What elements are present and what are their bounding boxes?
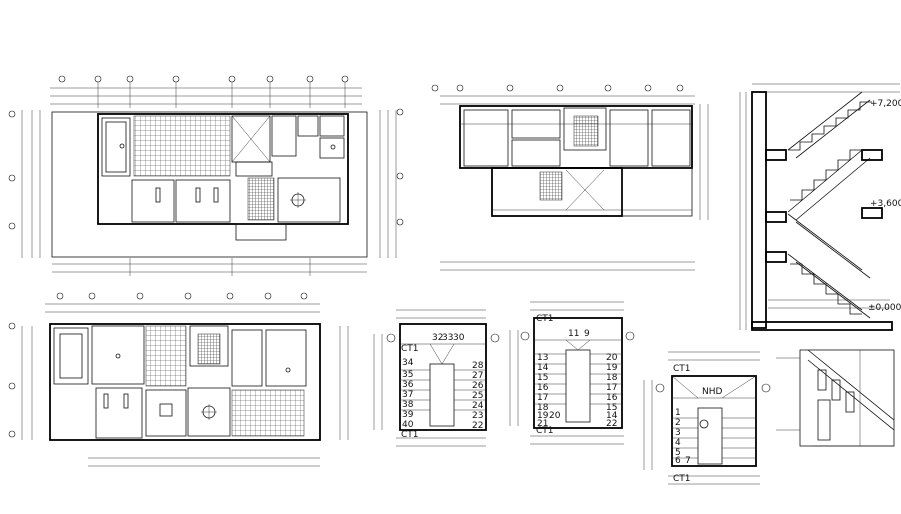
plan-upper-left-grid-bubbles <box>8 75 404 230</box>
stair-b-ct-bottom: CT1 <box>536 426 554 436</box>
stair-a-top-num-3: 30 <box>453 333 465 343</box>
stair-b-right-num-4: 17 <box>606 383 617 393</box>
stair-b-right-num-8: 22 <box>606 419 617 429</box>
stair-a-left-num-6: 39 <box>402 410 414 420</box>
plan-upper-left-dimensions-top <box>50 82 362 108</box>
plan-upper-left <box>8 75 404 276</box>
stair-a-top-num-2: 33 <box>442 333 453 343</box>
stair-a-top-num-1: 32 <box>432 333 443 343</box>
stair-c-left-num-6: 6 <box>675 456 681 466</box>
stair-c-left-num-7: 7 <box>685 456 691 466</box>
stair-plan-c-treads <box>671 375 757 459</box>
stair-a-left-num-3: 36 <box>402 380 414 390</box>
stair-b-right-num-3: 18 <box>606 373 618 383</box>
stair-section-flights <box>765 91 890 319</box>
stair-a-left-num-2: 35 <box>402 370 413 380</box>
stair-a-left-num-4: 37 <box>402 390 413 400</box>
stair-a-right-num-7: 22 <box>472 421 483 431</box>
stair-b-right-num-1: 20 <box>606 353 618 363</box>
stair-a-right-num-1: 28 <box>472 361 484 371</box>
plan-lower-left <box>8 292 349 467</box>
stair-b-left-num-4: 16 <box>537 383 549 393</box>
stair-b-right-num-6: 15 <box>606 403 617 413</box>
stair-plan-c: CT1 CT1 NHD 1 2 3 4 5 6 7 <box>643 351 771 485</box>
stair-b-right-num-5: 16 <box>606 393 618 403</box>
stair-a-right-num-4: 25 <box>472 391 483 401</box>
stair-a-right-num-6: 23 <box>472 411 483 421</box>
plan-upper-middle-body <box>459 105 693 217</box>
stair-c-left-num-4: 4 <box>675 438 681 448</box>
stair-c-ct-top: CT1 <box>673 364 691 374</box>
stair-detail <box>776 349 895 447</box>
stair-b-left-num-3: 15 <box>537 373 548 383</box>
stair-b-left-num-9: 21 <box>537 419 548 429</box>
stair-a-ct-bottom: CT1 <box>401 430 419 440</box>
plan-upper-left-rooms <box>97 113 349 241</box>
plan-upper-left-dimensions-bottom <box>52 258 367 276</box>
stair-b-left-num-6: 18 <box>537 403 549 413</box>
stair-b-right-num-2: 19 <box>606 363 618 373</box>
stair-a-ct-top: CT1 <box>401 344 419 354</box>
level-label-ground: ±0,000 <box>868 303 901 313</box>
plan-lower-left-body <box>49 323 321 441</box>
stair-plan-b-treads <box>534 339 622 405</box>
stair-section-levels: +7,200 +3,600 ±0,000 <box>868 99 901 313</box>
stair-plan-a-treads <box>400 343 486 411</box>
stair-a-left-num-7: 40 <box>402 420 414 430</box>
stair-plan-b: CT1 CT1 11 9 13 14 15 16 17 18 19 20 21 … <box>509 301 635 445</box>
stair-c-left-num-1: 1 <box>675 408 681 418</box>
stair-c-ct-bottom: CT1 <box>673 474 691 484</box>
stair-b-top-num-1: 11 <box>568 329 579 339</box>
plan-upper-left-dimensions-side <box>21 110 397 258</box>
level-label-top: +7,200 <box>870 99 901 109</box>
stair-a-right-num-3: 26 <box>472 381 484 391</box>
stair-section: +7,200 +3,600 ±0,000 <box>739 83 901 331</box>
stair-b-top-num-2: 9 <box>584 329 590 339</box>
stair-b-left-num-8: 20 <box>549 411 561 421</box>
stair-b-ct-top: CT1 <box>536 314 554 324</box>
stair-a-left-num-1: 34 <box>402 358 414 368</box>
stair-b-left-num-1: 13 <box>537 353 548 363</box>
level-label-mid: +3,600 <box>870 199 901 209</box>
plan-upper-middle <box>431 84 709 271</box>
plan-lower-left-grid-bubbles <box>8 292 308 438</box>
stair-a-right-num-2: 27 <box>472 371 483 381</box>
stair-b-left-num-7: 19 <box>537 411 549 421</box>
stair-b-right-num-7: 14 <box>606 411 618 421</box>
stair-b-left-num-5: 17 <box>537 393 548 403</box>
stair-b-left-num-2: 14 <box>537 363 549 373</box>
stair-plan-a: CT1 CT1 32 33 30 34 35 36 37 38 39 40 28… <box>373 309 500 447</box>
stair-c-top-label: NHD <box>702 387 723 397</box>
stair-c-left-num-3: 3 <box>675 428 681 438</box>
plan-upper-middle-grid-bubbles <box>431 84 684 92</box>
stair-a-left-num-5: 38 <box>402 400 414 410</box>
stair-c-left-num-5: 5 <box>675 448 681 458</box>
stair-section-dims <box>739 92 747 330</box>
stair-c-left-num-2: 2 <box>675 418 681 428</box>
stair-a-right-num-5: 24 <box>472 401 484 411</box>
